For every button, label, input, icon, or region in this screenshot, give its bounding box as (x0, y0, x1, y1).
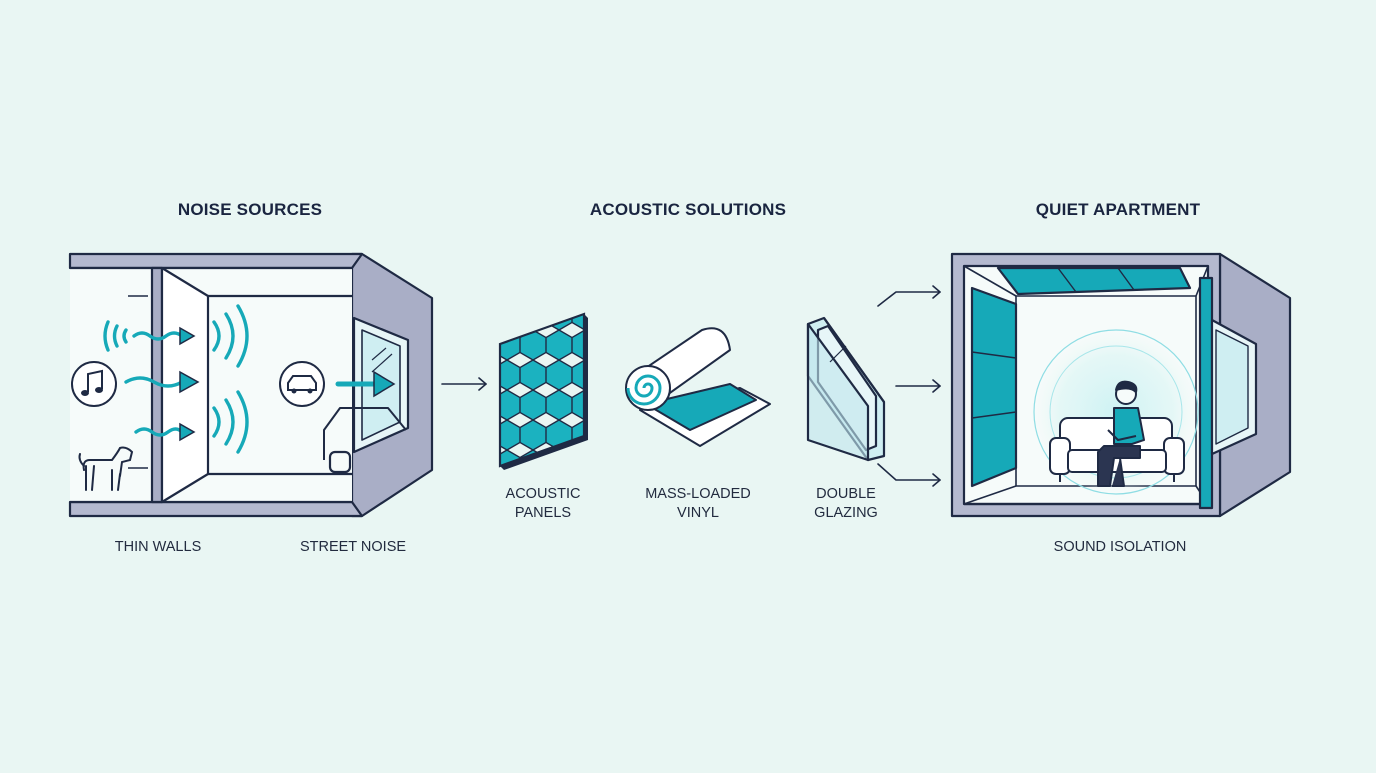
caption-line: PANELS (514, 505, 572, 521)
mass-loaded-vinyl-illustration (625, 327, 771, 447)
double-glazing-caption: DOUBLE GLAZING (814, 485, 878, 523)
mass-loaded-vinyl-caption: MASS-LOADED VINYL (645, 485, 751, 523)
caption-line: VINYL (677, 505, 719, 521)
arrow-icon (441, 377, 487, 391)
dog-icon (78, 446, 134, 491)
noisy-room-illustration (68, 252, 434, 518)
caption-line: ACOUSTIC (505, 486, 581, 502)
wave-arrowheads (179, 326, 396, 442)
music-note-icon (71, 361, 117, 407)
person-icon (1097, 380, 1145, 487)
caption-line: DOUBLE (816, 486, 876, 502)
sound-wave-icon (103, 320, 128, 352)
acoustic-panels-caption: ACOUSTIC PANELS (506, 485, 581, 523)
double-glazing-illustration (806, 316, 886, 462)
caption-line: GLAZING (814, 505, 878, 521)
sound-isolation-caption: SOUND ISOLATION (1053, 539, 1187, 555)
quiet-apartment-heading: QUIET APARTMENT (1035, 200, 1201, 219)
wave-arrow (132, 331, 184, 341)
street-noise-caption: STREET NOISE (299, 539, 407, 555)
noise-sources-heading: NOISE SOURCES (177, 200, 323, 219)
caption-line: MASS-LOADED (645, 486, 751, 502)
acoustic-solutions-heading: ACOUSTIC SOLUTIONS (589, 200, 787, 219)
thin-walls-caption: THIN WALLS (114, 539, 202, 555)
noise-waves (103, 304, 379, 454)
flow-arrows (441, 285, 941, 487)
acoustic-panel-illustration (498, 312, 588, 470)
car-icon (279, 361, 325, 407)
